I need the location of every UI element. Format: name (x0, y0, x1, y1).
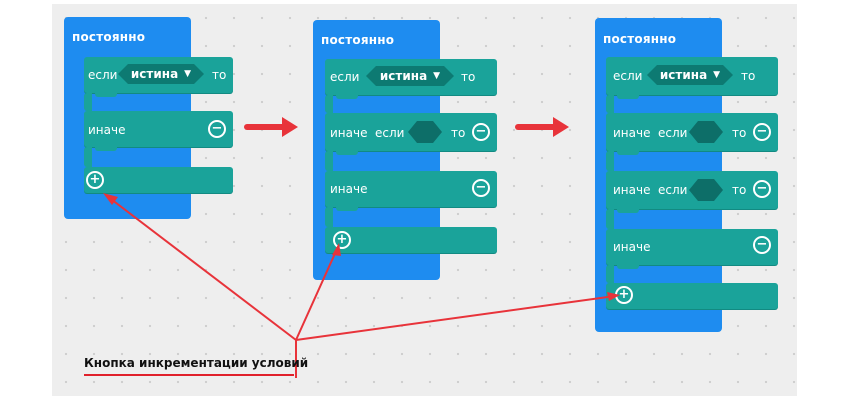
then-keyword-3: то (741, 69, 756, 83)
if-keyword-1: если (88, 68, 118, 82)
minus-circle-icon[interactable]: − (753, 123, 771, 141)
if-keyword-2: если (330, 70, 360, 84)
condition-slot-3b[interactable] (689, 179, 723, 201)
statement-notch (617, 95, 639, 99)
else-branch-bar-1 (84, 147, 92, 167)
if-footer-3 (606, 283, 778, 309)
else-if-branch-bar-2 (325, 151, 333, 171)
minus-circle-icon[interactable]: − (472, 179, 490, 197)
plus-circle-icon[interactable]: + (86, 171, 104, 189)
if-keyword-3: если (613, 69, 643, 83)
statement-notch (617, 265, 639, 269)
forever-label-1: постоянно (72, 30, 146, 44)
else-if-if-keyword-3a: если (658, 126, 688, 140)
chevron-down-icon: ▼ (433, 71, 441, 81)
minus-circle-icon[interactable]: − (208, 120, 226, 138)
if-footer-1 (84, 167, 233, 193)
condition-value-3: истина (659, 68, 708, 82)
annotation-caption: Кнопка инкрементации условий (84, 356, 309, 370)
else-keyword-1: иначе (88, 123, 126, 137)
else-if-then-keyword-3a: то (732, 126, 747, 140)
minus-circle-icon[interactable]: − (753, 236, 771, 254)
statement-notch (336, 207, 358, 211)
else-if-else-keyword-3b: иначе (613, 183, 651, 197)
red-arrow-icon (515, 117, 569, 137)
else-if-branch-bar-3b (606, 209, 614, 229)
else-if-then-keyword-3b: то (732, 183, 747, 197)
condition-dropdown-2[interactable]: истина ▼ (366, 66, 454, 86)
condition-dropdown-3[interactable]: истина ▼ (647, 65, 733, 85)
else-if-if-keyword-2: если (375, 126, 405, 140)
plus-circle-icon[interactable]: + (333, 231, 351, 249)
red-arrow-icon (244, 117, 298, 137)
else-keyword-2: иначе (330, 182, 368, 196)
else-row-3[interactable] (606, 229, 778, 265)
else-branch-bar-3 (606, 265, 614, 283)
chevron-down-icon: ▼ (184, 69, 192, 79)
if-branch-bar-2 (325, 95, 333, 113)
statement-notch (336, 151, 358, 155)
then-keyword-2: то (461, 70, 476, 84)
condition-value-2: истина (379, 69, 428, 83)
else-if-then-keyword-2: то (451, 126, 466, 140)
statement-notch (95, 147, 117, 151)
forever-label-3: постоянно (603, 32, 677, 46)
else-if-if-keyword-3b: если (658, 183, 688, 197)
caption-underline (84, 374, 294, 376)
condition-slot-3a[interactable] (689, 121, 723, 143)
minus-circle-icon[interactable]: − (753, 180, 771, 198)
if-branch-bar-3 (606, 95, 614, 113)
chevron-down-icon: ▼ (713, 70, 721, 80)
else-branch-bar-2 (325, 207, 333, 227)
else-row-2[interactable] (325, 171, 497, 207)
condition-slot-2[interactable] (408, 121, 442, 143)
plus-circle-icon[interactable]: + (615, 286, 633, 304)
else-if-branch-bar-3a (606, 151, 614, 171)
then-keyword-1: то (212, 68, 227, 82)
condition-dropdown-1[interactable]: истина ▼ (118, 64, 204, 84)
statement-notch (617, 209, 639, 213)
else-if-else-keyword-2: иначе (330, 126, 368, 140)
else-if-else-keyword-3a: иначе (613, 126, 651, 140)
statement-notch (336, 95, 358, 99)
forever-label-2: постоянно (321, 33, 395, 47)
pointer-line-3 (295, 295, 616, 341)
minus-circle-icon[interactable]: − (472, 123, 490, 141)
if-footer-2 (325, 227, 497, 253)
else-keyword-3: иначе (613, 240, 651, 254)
condition-value-1: истина (130, 67, 179, 81)
statement-notch (617, 151, 639, 155)
if-branch-bar-1 (84, 93, 92, 111)
statement-notch (95, 93, 117, 97)
